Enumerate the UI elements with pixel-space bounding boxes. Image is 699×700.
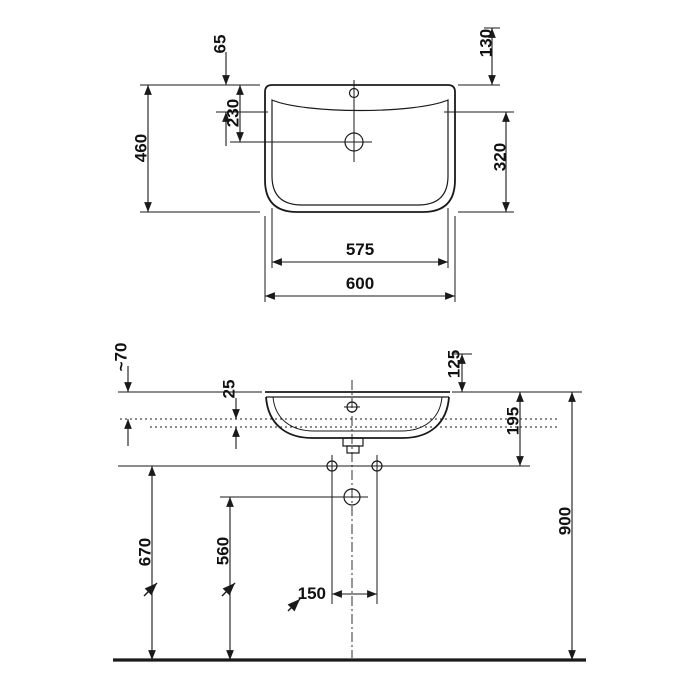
drain-pipe (346, 445, 360, 454)
dim-125: 125 (445, 350, 472, 392)
dim-230: 230 (224, 85, 336, 143)
dim-320: 320 (444, 111, 514, 213)
drain-flange (342, 437, 364, 447)
siphon-outlet (343, 488, 361, 506)
basin-outer-outline (264, 84, 456, 213)
dim-600: 600 (264, 216, 456, 302)
dim-25: 25 (220, 380, 240, 449)
dim-label-70: ~70 (112, 343, 131, 372)
dim-label-900: 900 (556, 507, 575, 535)
dim-label-150: 150 (298, 584, 326, 603)
dim-label-195: 195 (504, 407, 523, 435)
dim-560: 560 (214, 497, 236, 660)
dim-130: 130 (458, 27, 500, 86)
basin-inner-bowl (271, 99, 449, 206)
basin-body-profile (265, 396, 450, 439)
dim-900: 900 (556, 392, 576, 660)
adjustable-arrow-560 (221, 582, 236, 597)
rear-hole (348, 87, 360, 99)
dim-label-130: 130 (477, 29, 496, 57)
adjustable-arrow-670 (143, 582, 158, 597)
dim-label-125: 125 (445, 350, 464, 378)
dim-label-670: 670 (136, 538, 155, 566)
adjustable-arrow-150 (287, 598, 301, 612)
dim-65: 65 (211, 35, 268, 146)
plan-view: 460 65 230 130 320 (132, 27, 514, 302)
dim-575: 575 (271, 208, 449, 268)
dim-label-25: 25 (220, 380, 239, 399)
dim-150: 150 (287, 473, 378, 612)
dim-label-65: 65 (211, 35, 230, 54)
dim-label-320: 320 (491, 143, 510, 171)
dim-label-230: 230 (224, 99, 243, 127)
dim-label-560: 560 (214, 537, 233, 565)
dim-70: ~70 (112, 343, 132, 446)
dim-label-575: 575 (346, 240, 374, 259)
front-view: ~70 25 125 195 900 670 (112, 343, 586, 662)
dim-label-460: 460 (132, 134, 151, 162)
dim-670: 670 (136, 466, 158, 660)
dim-label-600: 600 (346, 274, 374, 293)
dim-195: 195 (504, 392, 524, 466)
basin-body-inner (272, 396, 443, 432)
